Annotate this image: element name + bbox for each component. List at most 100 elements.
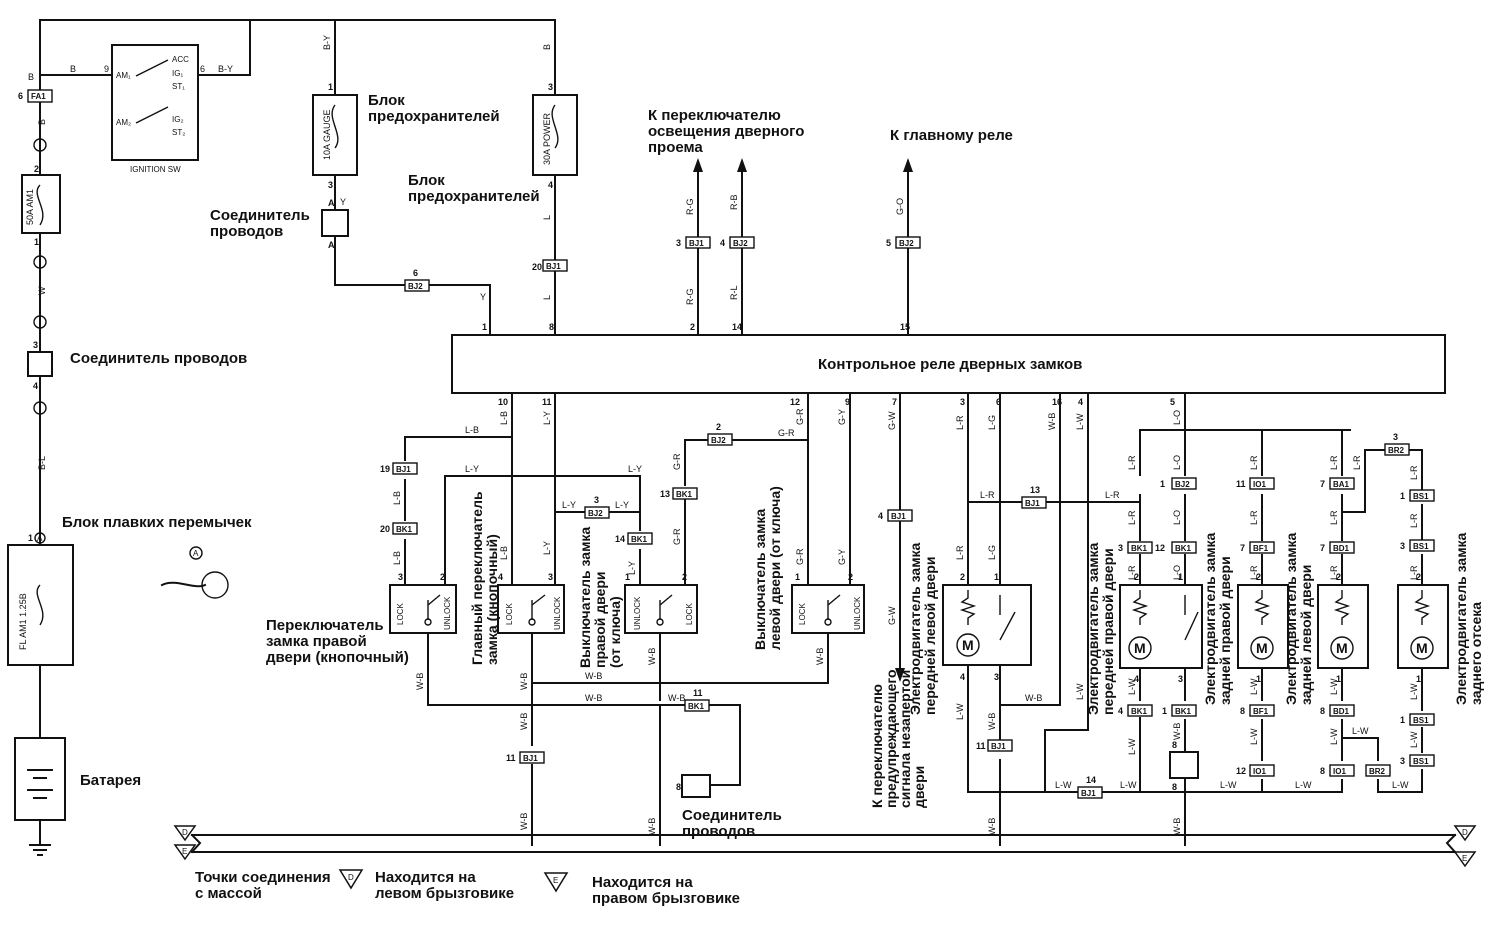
svg-text:15: 15 [900, 322, 910, 332]
svg-text:D: D [182, 828, 188, 837]
svg-text:BD1: BD1 [1333, 707, 1350, 716]
svg-text:L-R: L-R [1352, 455, 1362, 470]
battery-feed-line [39, 19, 556, 831]
svg-text:3: 3 [1118, 543, 1123, 553]
label-wire-connector-left: Соединитель проводов [70, 350, 247, 367]
svg-text:BR2: BR2 [1388, 446, 1405, 455]
svg-text:BJ1: BJ1 [523, 754, 538, 763]
svg-text:BJ2: BJ2 [588, 509, 603, 518]
svg-text:20: 20 [532, 262, 542, 272]
svg-text:W-B: W-B [815, 648, 825, 665]
svg-text:L-Y: L-Y [542, 411, 552, 425]
svg-text:L-R: L-R [1105, 490, 1120, 500]
svg-text:BR2: BR2 [1369, 767, 1386, 776]
svg-text:W-B: W-B [1172, 818, 1182, 835]
svg-text:L-W: L-W [1249, 728, 1259, 745]
svg-text:L: L [542, 215, 552, 220]
connector-bs1-1b: BS1 [1409, 713, 1435, 726]
svg-text:G-R: G-R [672, 453, 682, 470]
svg-text:L-R: L-R [1127, 565, 1137, 580]
svg-text:M: M [1336, 640, 1348, 656]
svg-text:8: 8 [1320, 706, 1325, 716]
svg-text:G-R: G-R [672, 528, 682, 545]
connector-bd1-8: BD1 [1329, 704, 1355, 717]
svg-text:BK1: BK1 [631, 535, 648, 544]
svg-text:BJ1: BJ1 [1081, 789, 1096, 798]
svg-text:G-W: G-W [887, 606, 897, 625]
svg-text:4: 4 [878, 511, 883, 521]
label-rear-hatch-motor: Электродвигатель замка заднего отсека [1453, 529, 1484, 705]
svg-text:L-R: L-R [955, 545, 965, 560]
svg-text:Y: Y [340, 197, 346, 207]
label-rear-right-motor: Электродвигатель замка задней правой две… [1202, 529, 1233, 705]
svg-text:G-R: G-R [795, 548, 805, 565]
svg-text:LOCK: LOCK [685, 603, 694, 625]
svg-text:11: 11 [542, 397, 552, 407]
door-lock-control-relay [451, 334, 1446, 394]
connector-bk1-14: BK1 [627, 532, 653, 545]
svg-text:3: 3 [960, 397, 965, 407]
svg-text:1: 1 [1400, 491, 1405, 501]
ground-bus [190, 833, 1457, 854]
svg-text:A: A [193, 549, 199, 558]
label-left-key-switch: Выключатель замка левой двери (от ключа) [752, 486, 783, 650]
svg-text:3: 3 [33, 340, 38, 350]
svg-text:1: 1 [1160, 479, 1165, 489]
svg-text:L-R: L-R [980, 490, 995, 500]
ground-legend-d-icon: D [338, 869, 364, 890]
connector-bj1-19: BJ1 [392, 462, 418, 475]
svg-text:5: 5 [886, 238, 891, 248]
svg-text:BJ2: BJ2 [1175, 480, 1190, 489]
right-door-key-switch: 1 2 UNLOCK LOCK [624, 572, 698, 634]
svg-text:L-G: L-G [987, 545, 997, 560]
svg-text:W: W [37, 286, 47, 295]
svg-text:L-Y: L-Y [562, 500, 576, 510]
svg-text:2: 2 [960, 572, 965, 582]
svg-text:BF1: BF1 [1253, 707, 1269, 716]
svg-text:7: 7 [1240, 543, 1245, 553]
svg-text:14: 14 [732, 322, 742, 332]
svg-text:6: 6 [200, 64, 205, 74]
switch-ground-wiring: W-B W-B W-B W-B W-B W-B W-B W-B W-B W-B [415, 632, 829, 846]
svg-text:BJ2: BJ2 [711, 436, 726, 445]
label-warning-switch: К переключателю предупреждающего сигнала… [869, 666, 927, 809]
svg-text:R-G: R-G [685, 199, 695, 216]
ignition-switch: AM₁ AM₂ ACC IG₁ ST₁ IG₂ ST₂ IGNITION SW [111, 44, 199, 174]
svg-text:13: 13 [660, 489, 670, 499]
svg-text:ST₂: ST₂ [172, 128, 185, 137]
connector-io1-12: IO1 [1249, 764, 1275, 777]
svg-text:8: 8 [676, 782, 681, 792]
svg-text:L-R: L-R [1127, 455, 1137, 470]
svg-text:L-W: L-W [1409, 683, 1419, 700]
label-fusible-link-block: Блок плавких перемычек [62, 514, 252, 531]
svg-text:UNLOCK: UNLOCK [633, 596, 642, 630]
svg-text:8: 8 [1240, 706, 1245, 716]
connector-bd1-7: BD1 [1329, 541, 1355, 554]
svg-text:IGNITION SW: IGNITION SW [130, 165, 181, 174]
main-relay-line: G-O [895, 158, 913, 336]
svg-text:G-R: G-R [795, 408, 805, 425]
svg-text:3: 3 [398, 572, 403, 582]
connector-bs1-1a: BS1 [1409, 489, 1435, 502]
label-right-door-switch: Переключатель замка правой двери (кнопоч… [266, 617, 409, 666]
svg-text:UNLOCK: UNLOCK [443, 596, 452, 630]
svg-text:L-G: L-G [987, 415, 997, 430]
svg-text:13: 13 [1030, 485, 1040, 495]
warning-switch-line: G-W G-W [887, 392, 905, 682]
svg-text:M: M [962, 637, 974, 653]
connector-bj1-3: BJ1 [685, 236, 711, 249]
svg-text:2: 2 [34, 164, 39, 174]
svg-text:M: M [1256, 640, 1268, 656]
svg-text:W-B: W-B [647, 648, 657, 665]
svg-text:BK1: BK1 [1175, 544, 1192, 553]
svg-text:R-B: R-B [729, 195, 739, 211]
svg-text:L-W: L-W [1249, 678, 1259, 695]
svg-text:W-B: W-B [668, 693, 685, 703]
svg-text:3: 3 [1400, 756, 1405, 766]
svg-text:2: 2 [690, 322, 695, 332]
connector-bj1-4: BJ1 [887, 509, 913, 522]
svg-text:L-W: L-W [1055, 780, 1072, 790]
svg-text:5: 5 [1170, 397, 1175, 407]
svg-text:8: 8 [549, 322, 554, 332]
svg-text:W-B: W-B [519, 813, 529, 830]
